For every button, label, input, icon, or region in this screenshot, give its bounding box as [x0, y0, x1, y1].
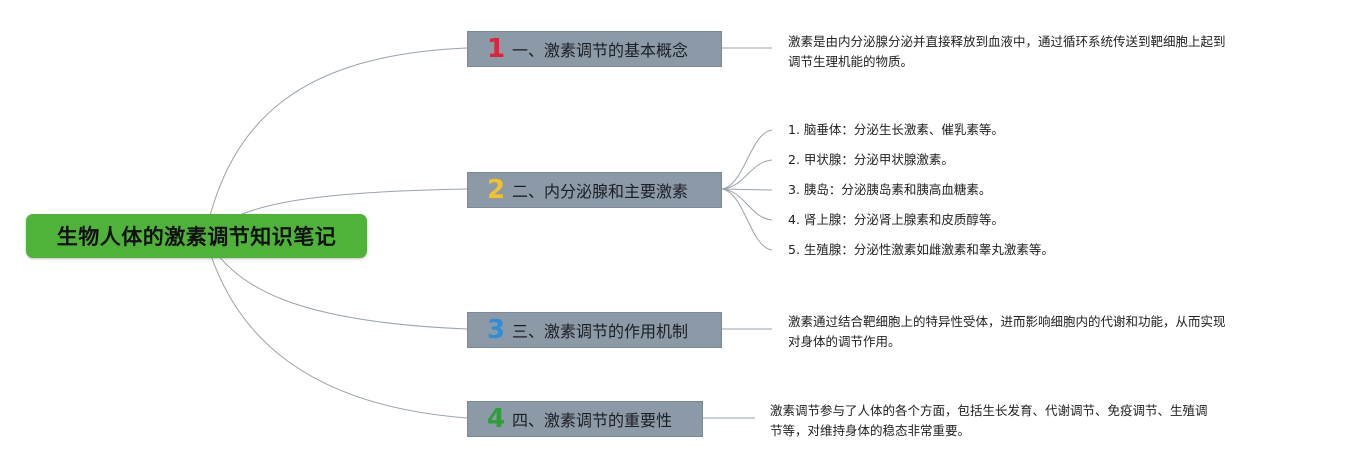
detail-line: 激素通过结合靶细胞上的特异性受体，进而影响细胞内的代谢和功能，从而实现 [788, 314, 1226, 329]
detail-line: 对身体的调节作用。 [788, 334, 901, 349]
detail-line: 调节生理机能的物质。 [788, 54, 914, 69]
connector-branch-2-item-5 [721, 188, 773, 251]
detail-line: 节等，对维持身体的稳态非常重要。 [770, 423, 971, 438]
connector-branch-2-item-4 [721, 188, 773, 221]
connector-branch-2-item-2 [721, 159, 773, 190]
branch-topic-1[interactable]: 1 一、激素调节的基本概念 [467, 31, 722, 67]
root-topic[interactable]: 生物人体的激素调节知识笔记 [26, 214, 367, 258]
branch-1-label: 一、激素调节的基本概念 [512, 41, 689, 60]
branch-3-number: 3 [486, 315, 506, 345]
branch-4-number: 4 [486, 404, 506, 434]
branch-3-detail[interactable]: 激素通过结合靶细胞上的特异性受体，进而影响细胞内的代谢和功能，从而实现 对身体的… [788, 312, 1226, 352]
branch-2-item-2[interactable]: 2. 甲状腺：分泌甲状腺激素。 [788, 152, 954, 167]
branch-2-item-1[interactable]: 1. 脑垂体：分泌生长激素、催乳素等。 [788, 122, 1004, 137]
branch-1-number: 1 [486, 34, 506, 64]
branch-topic-2[interactable]: 2 二、内分泌腺和主要激素 [467, 172, 722, 208]
connector-root-branch-4 [204, 235, 468, 419]
branch-1-detail[interactable]: 激素是由内分泌腺分泌并直接释放到血液中，通过循环系统传送到靶细胞上起到 调节生理… [788, 32, 1226, 72]
root-topic-label: 生物人体的激素调节知识笔记 [56, 225, 337, 249]
branch-2-item-4[interactable]: 4. 肾上腺：分泌肾上腺素和皮质醇等。 [788, 212, 1004, 227]
branch-2-item-5[interactable]: 5. 生殖腺：分泌性激素如雌激素和睾丸激素等。 [788, 242, 1054, 257]
branch-4-label: 四、激素调节的重要性 [512, 411, 673, 430]
detail-line: 激素调节参与了人体的各个方面，包括生长发育、代谢调节、免疫调节、生殖调 [770, 403, 1208, 418]
branch-2-item-3[interactable]: 3. 胰岛：分泌胰岛素和胰高血糖素。 [788, 182, 992, 197]
branch-topic-4[interactable]: 4 四、激素调节的重要性 [467, 401, 703, 437]
branch-3-label: 三、激素调节的作用机制 [512, 322, 689, 341]
branch-4-detail[interactable]: 激素调节参与了人体的各个方面，包括生长发育、代谢调节、免疫调节、生殖调 节等，对… [770, 401, 1208, 441]
detail-line: 激素是由内分泌腺分泌并直接释放到血液中，通过循环系统传送到靶细胞上起到 [788, 34, 1226, 49]
connector-root-branch-1 [204, 47, 468, 237]
branch-2-number: 2 [486, 175, 506, 205]
branch-2-label: 二、内分泌腺和主要激素 [512, 182, 689, 201]
connector-branch-2-item-3 [721, 188, 773, 191]
connector-branch-2-item-1 [721, 129, 773, 190]
branch-topic-3[interactable]: 3 三、激素调节的作用机制 [467, 312, 722, 348]
